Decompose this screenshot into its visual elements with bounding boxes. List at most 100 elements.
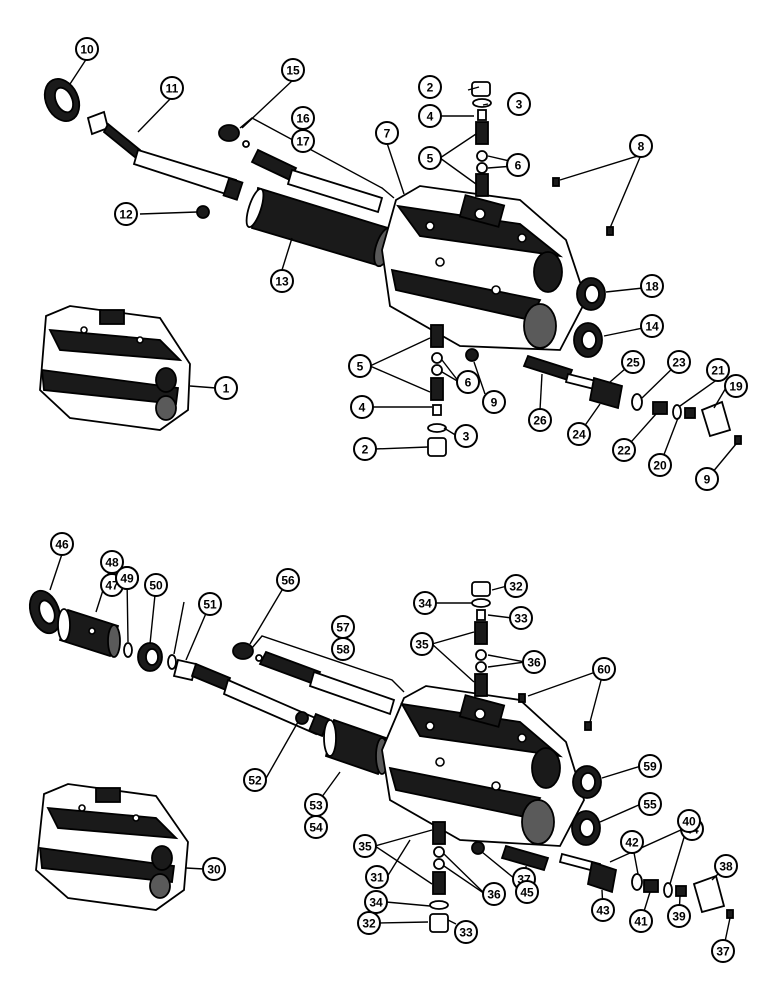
callout-number: 51 bbox=[203, 598, 217, 612]
callout-number: 40 bbox=[682, 815, 696, 829]
callout-number: 1 bbox=[223, 382, 230, 396]
callout-23: 23 bbox=[667, 350, 691, 374]
callout-6: 6 bbox=[456, 370, 480, 394]
callout-circle bbox=[482, 390, 506, 414]
callout-33: 33 bbox=[454, 920, 478, 944]
callout-24: 24 bbox=[567, 422, 591, 446]
callout-number: 55 bbox=[643, 798, 657, 812]
callout-number: 43 bbox=[596, 904, 610, 918]
callout-circle bbox=[350, 395, 374, 419]
callout-number: 37 bbox=[716, 945, 730, 959]
callout-circle bbox=[304, 815, 328, 839]
callout-40: 40 bbox=[677, 809, 701, 833]
callout-number: 32 bbox=[509, 580, 523, 594]
callout-circle bbox=[214, 376, 238, 400]
callout-39: 39 bbox=[667, 904, 691, 928]
part-plug-stack-bottom bbox=[427, 324, 447, 457]
callout-circle bbox=[482, 882, 506, 906]
callout-circle bbox=[638, 754, 662, 778]
callout-number: 12 bbox=[119, 208, 133, 222]
callout-number: 4 bbox=[359, 401, 366, 415]
callout-number: 3 bbox=[463, 430, 470, 444]
callout-33: 33 bbox=[509, 606, 533, 630]
callout-number: 38 bbox=[719, 860, 733, 874]
callout-number: 48 bbox=[105, 556, 119, 570]
callout-22: 22 bbox=[612, 438, 636, 462]
callout-circle bbox=[695, 467, 719, 491]
callout-number: 33 bbox=[459, 926, 473, 940]
callouts-bottom: 4648474950495156575832343335366052535459… bbox=[50, 532, 738, 963]
callout-number: 22 bbox=[617, 444, 631, 458]
callout-number: 31 bbox=[370, 871, 384, 885]
callout-number: 47 bbox=[105, 579, 119, 593]
part-rod bbox=[250, 148, 384, 214]
callout-number: 17 bbox=[296, 135, 310, 149]
callout-1: 1 bbox=[214, 376, 238, 400]
callout-35: 35 bbox=[410, 632, 434, 656]
callout-26: 26 bbox=[528, 408, 552, 432]
callout-2: 2 bbox=[353, 437, 377, 461]
callout-circle bbox=[410, 632, 434, 656]
callout-circle bbox=[281, 58, 305, 82]
callout-17: 17 bbox=[291, 129, 315, 153]
callout-circle bbox=[621, 350, 645, 374]
callout-number: 11 bbox=[166, 82, 179, 96]
callout-circle bbox=[364, 890, 388, 914]
callout-number: 30 bbox=[207, 863, 221, 877]
part-nut bbox=[196, 205, 210, 219]
callout-circle bbox=[115, 566, 139, 590]
callout-5: 5 bbox=[418, 146, 442, 170]
callout-12: 12 bbox=[114, 202, 138, 226]
callout-13: 13 bbox=[270, 269, 294, 293]
callout-circle bbox=[507, 92, 531, 116]
callout-number: 53 bbox=[309, 799, 323, 813]
part-plug-stack-top bbox=[471, 81, 492, 197]
callout-number: 10 bbox=[80, 43, 94, 57]
callout-circle bbox=[454, 424, 478, 448]
callout-circle bbox=[567, 422, 591, 446]
callout-circle bbox=[629, 909, 653, 933]
callout-10: 10 bbox=[75, 37, 99, 61]
callout-number: 26 bbox=[533, 414, 547, 428]
callout-number: 24 bbox=[572, 428, 586, 442]
part-seal-ring-bottom bbox=[28, 589, 62, 635]
callout-50: 50 bbox=[144, 573, 168, 597]
part-hex-nut-18 bbox=[576, 277, 606, 311]
callout-circle bbox=[629, 134, 653, 158]
callout-3: 3 bbox=[507, 92, 531, 116]
callout-circle bbox=[50, 532, 74, 556]
callout-14: 14 bbox=[640, 314, 664, 338]
callout-circle bbox=[667, 904, 691, 928]
callout-5: 5 bbox=[348, 354, 372, 378]
callout-48: 48 bbox=[100, 550, 124, 574]
callout-circle bbox=[198, 592, 222, 616]
part-seal-ring bbox=[43, 78, 81, 122]
callout-number: 14 bbox=[645, 320, 659, 334]
part-bearing-50 bbox=[137, 642, 163, 672]
part-valve-body-bottom bbox=[381, 685, 585, 847]
callout-circle bbox=[504, 574, 528, 598]
part-valve-assembled-bottom bbox=[35, 783, 189, 911]
callout-32: 32 bbox=[504, 574, 528, 598]
callout-number: 25 bbox=[626, 356, 640, 370]
callout-number: 2 bbox=[427, 81, 434, 95]
callout-number: 2 bbox=[362, 443, 369, 457]
callout-11: 11 bbox=[160, 76, 184, 100]
part-valve-assembled-top bbox=[39, 305, 191, 431]
callout-number: 15 bbox=[286, 64, 300, 78]
callout-number: 46 bbox=[55, 538, 69, 552]
callout-circle bbox=[592, 657, 616, 681]
callout-number: 5 bbox=[357, 360, 364, 374]
part-plug-9 bbox=[465, 348, 479, 362]
callout-43: 43 bbox=[591, 898, 615, 922]
callout-circle bbox=[365, 865, 389, 889]
part-relief-assembly-top bbox=[522, 354, 742, 445]
callout-59: 59 bbox=[638, 754, 662, 778]
callout-number: 33 bbox=[514, 612, 528, 626]
callout-circle bbox=[620, 830, 644, 854]
callout-circle bbox=[724, 374, 748, 398]
callout-number: 6 bbox=[515, 159, 522, 173]
callout-46: 46 bbox=[50, 532, 74, 556]
callout-2: 2 bbox=[418, 75, 442, 99]
